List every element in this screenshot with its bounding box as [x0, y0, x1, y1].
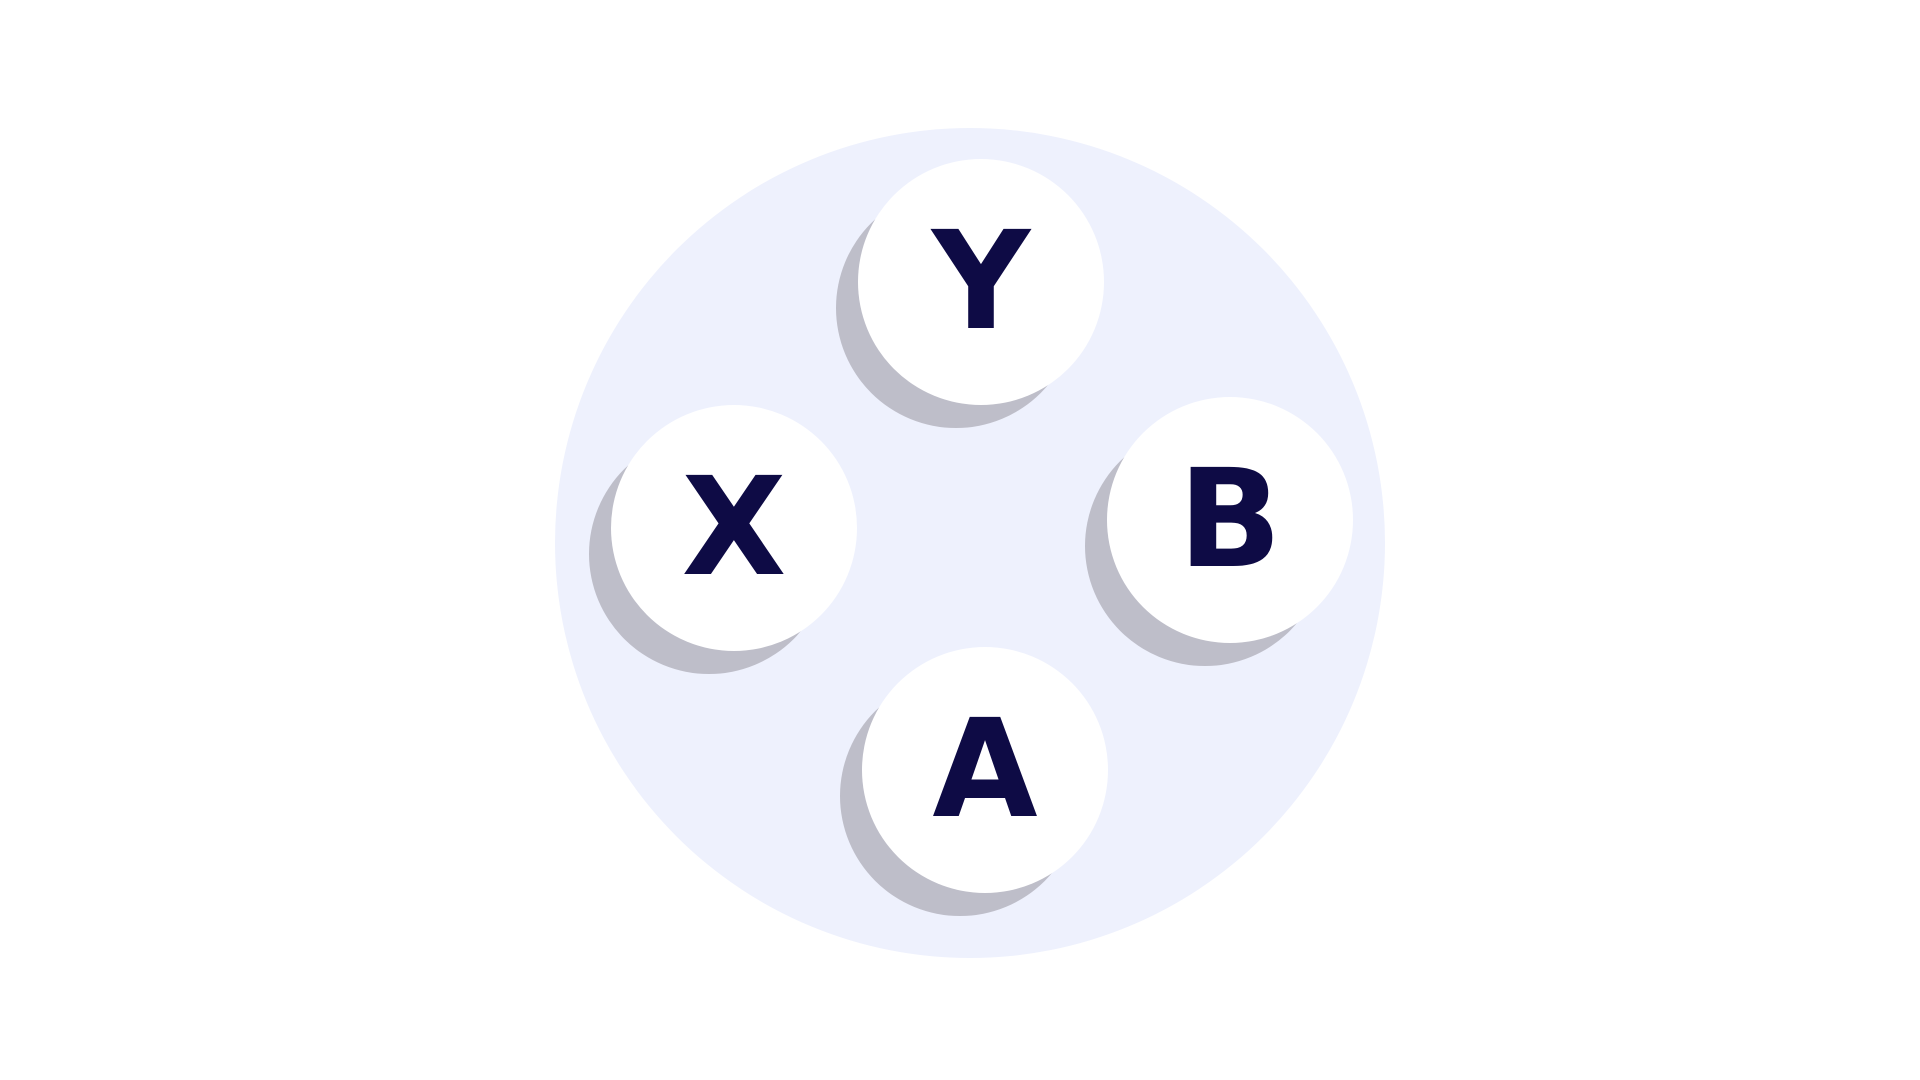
- b-button-label: B: [1178, 441, 1282, 599]
- y-button[interactable]: Y: [858, 159, 1104, 405]
- x-button[interactable]: X: [611, 405, 857, 651]
- y-button-label: Y: [931, 203, 1031, 361]
- b-button[interactable]: B: [1107, 397, 1353, 643]
- a-button-label: A: [932, 691, 1038, 849]
- a-button-group: A: [840, 647, 1108, 916]
- x-button-group: X: [589, 405, 857, 674]
- y-button-group: Y: [836, 159, 1104, 428]
- b-button-group: B: [1085, 397, 1353, 666]
- a-button[interactable]: A: [862, 647, 1108, 893]
- x-button-label: X: [681, 449, 787, 607]
